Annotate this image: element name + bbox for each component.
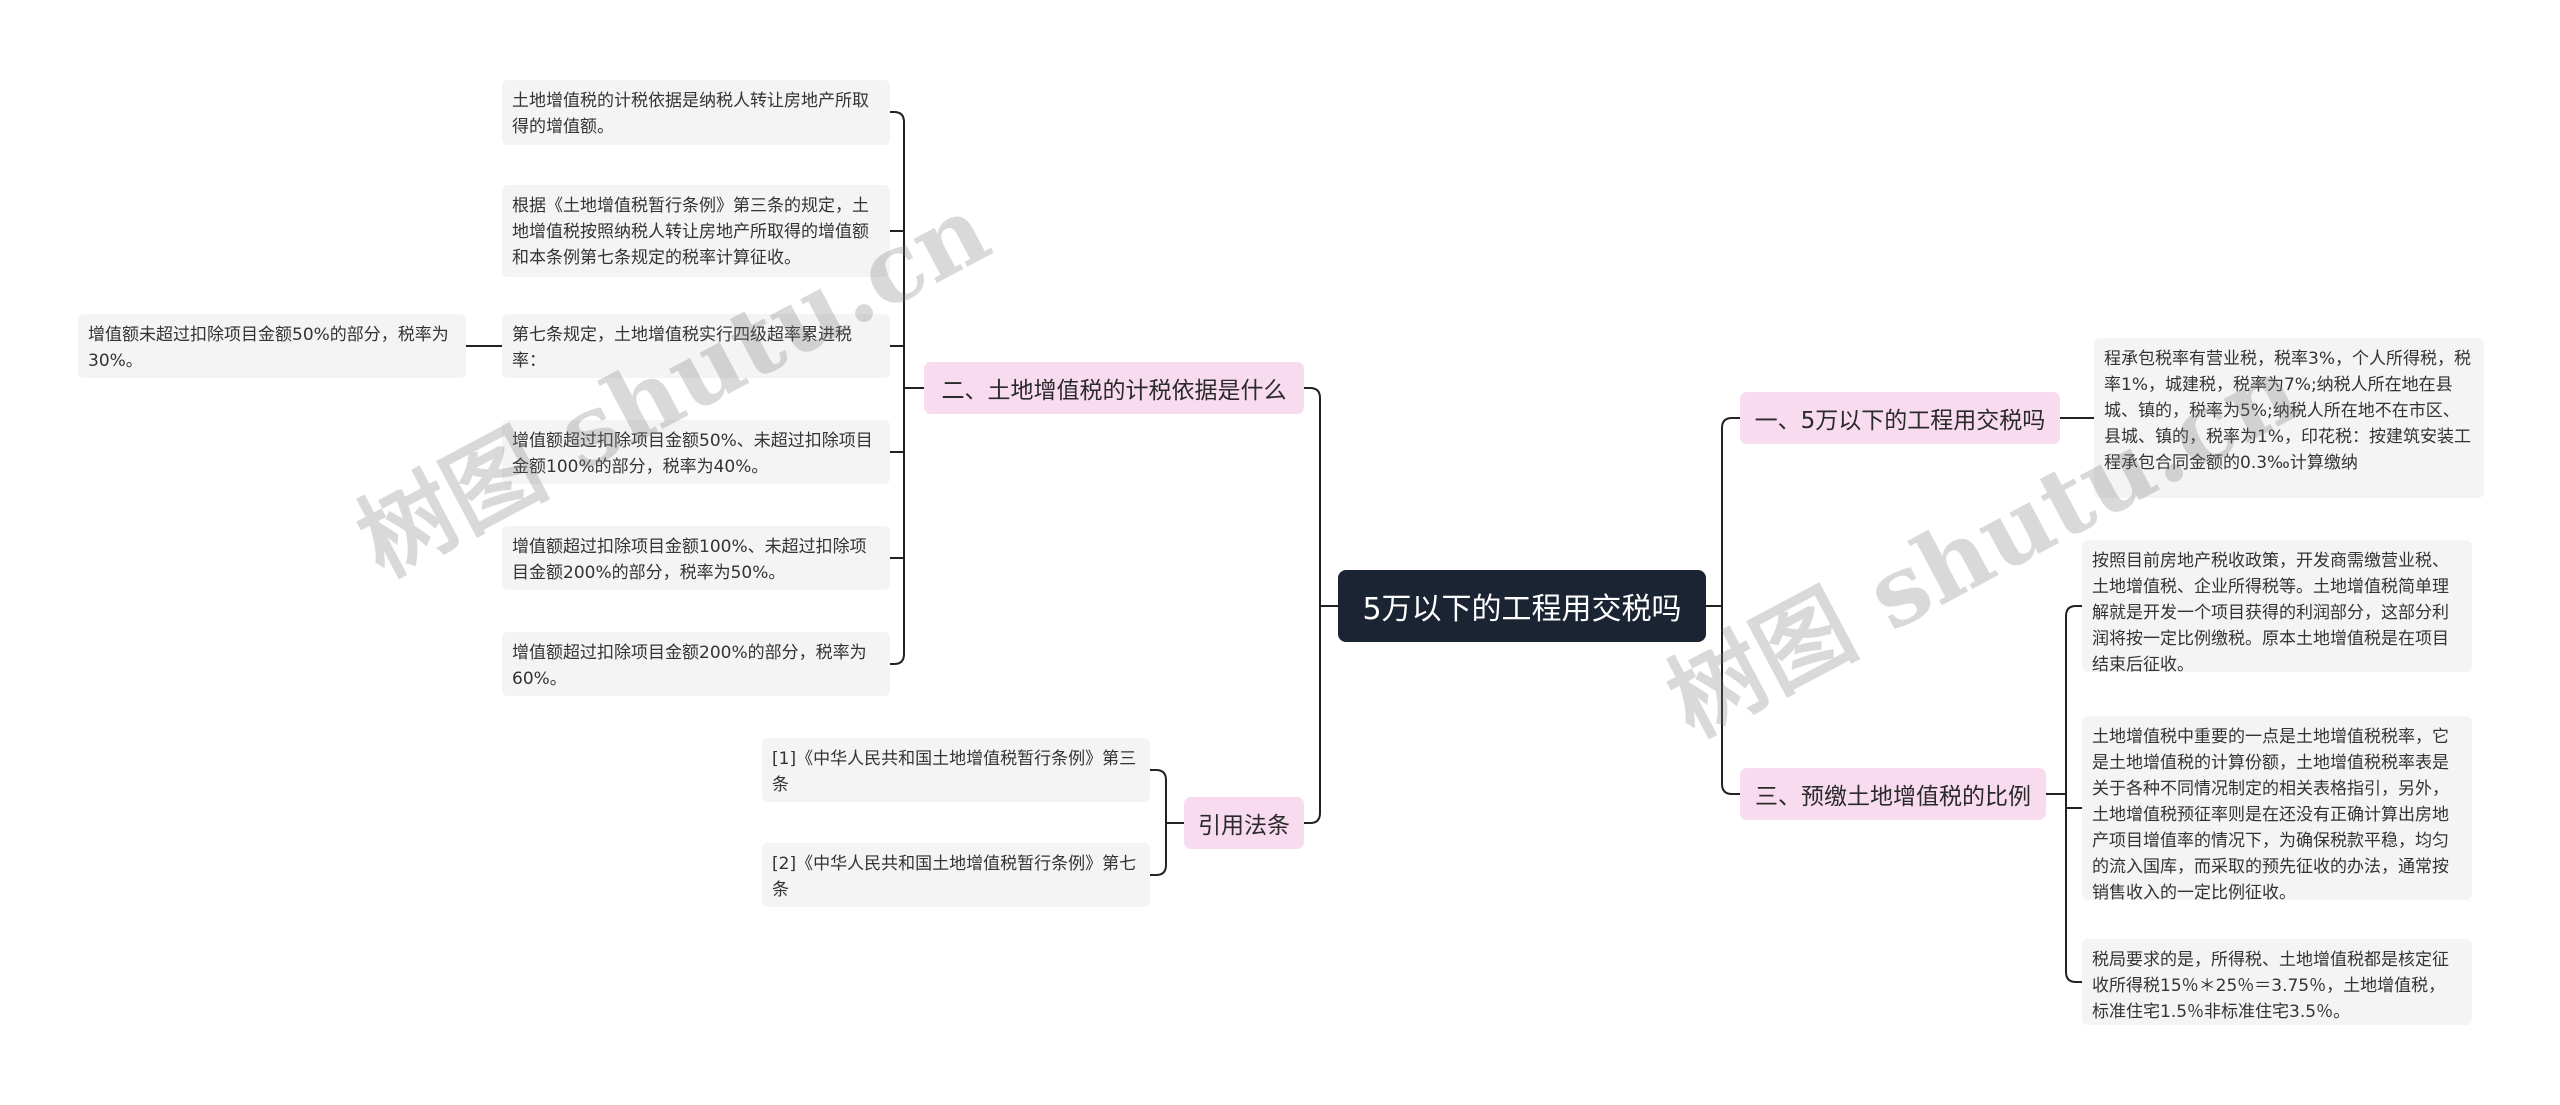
branch-tax-basis[interactable]: 二、土地增值税的计税依据是什么 [924, 362, 1304, 414]
link-root-left-branch-0 [1304, 387, 1321, 399]
link-refs-branch-0 [1150, 769, 1167, 781]
branch-legal-references[interactable]: 引用法条 [1184, 797, 1304, 849]
leaf-basis-5: 增值额超过扣除项目金额100%、未超过扣除项目金额200%的部分，税率为50%。 [502, 526, 890, 590]
link-root-left-branch-1 [1304, 812, 1321, 824]
leaf-basis-1: 土地增值税的计税依据是纳税人转让房地产所取得的增值额。 [502, 80, 890, 145]
leaf-basis-3: 第七条规定，土地增值税实行四级超率累进税率： [502, 314, 890, 378]
branch-q3-prepay-ratio[interactable]: 三、预缴土地增值税的比例 [1740, 768, 2046, 820]
leaf-q3-2: 土地增值税中重要的一点是土地增值税税率，它是土地增值税的计算份额，土地增值税税率… [2082, 716, 2472, 900]
link-basis-branch-5 [890, 653, 905, 665]
branch-q1-tax-under-50k[interactable]: 一、5万以下的工程用交税吗 [1740, 392, 2060, 444]
leaf-ref-2: [2]《中华人民共和国土地增值税暂行条例》第七条 [762, 843, 1150, 907]
link-refs-branch-1 [1150, 864, 1167, 876]
link-root-right-branch-1 [1721, 783, 1740, 795]
leaf-basis-3-sub: 增值额未超过扣除项目金额50%的部分，税率为30%。 [78, 314, 466, 378]
leaf-q3-3: 税局要求的是，所得税、土地增值税都是核定征收所得税15％＊25％＝3.75％，土… [2082, 939, 2472, 1025]
leaf-ref-1: [1]《中华人民共和国土地增值税暂行条例》第三条 [762, 738, 1150, 802]
leaf-basis-6: 增值额超过扣除项目金额200%的部分，税率为60%。 [502, 632, 890, 696]
link-q3-branch-0 [2065, 605, 2082, 617]
leaf-basis-2: 根据《土地增值税暂行条例》第三条的规定，土地增值税按照纳税人转让房地产所取得的增… [502, 185, 890, 277]
leaf-basis-4: 增值额超过扣除项目金额50%、未超过扣除项目金额100%的部分，税率为40%。 [502, 420, 890, 484]
leaf-q3-1: 按照目前房地产税收政策，开发商需缴营业税、土地增值税、企业所得税等。土地增值税简… [2082, 540, 2472, 672]
link-root-right-branch-0 [1721, 417, 1740, 429]
root-topic[interactable]: 5万以下的工程用交税吗 [1338, 570, 1706, 642]
link-q3-branch-2 [2065, 971, 2082, 983]
link-basis-branch-0 [890, 111, 905, 123]
leaf-q1-1: 程承包税率有营业税，税率3%，个人所得税，税率1%，城建税，税率为7%;纳税人所… [2094, 338, 2484, 498]
